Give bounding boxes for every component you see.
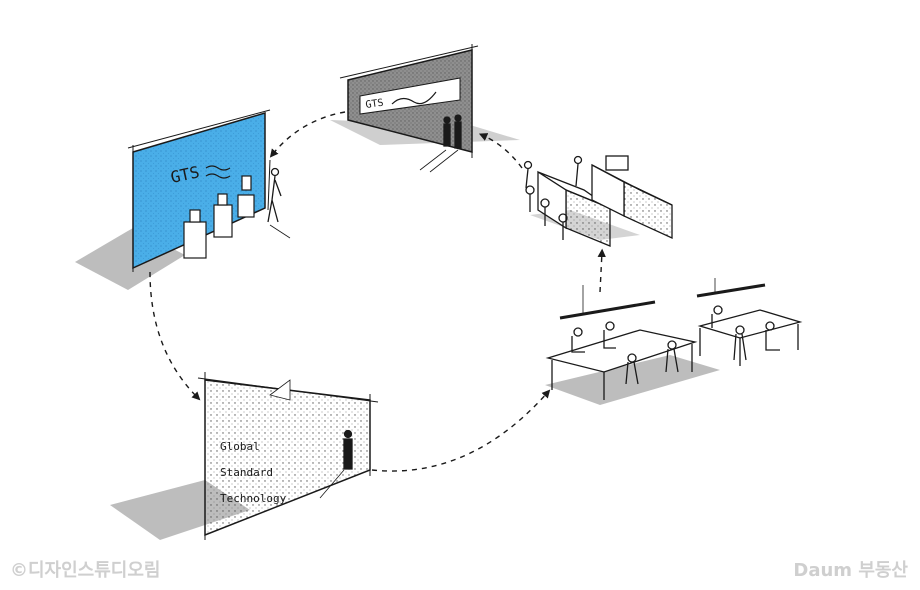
- arrow-frame-to-bluewall: [269, 111, 346, 158]
- blue-wall-group: GTS: [75, 109, 291, 290]
- person-figure: [523, 155, 583, 189]
- person-figure: [267, 167, 282, 223]
- arrow-bluewall-to-whitewall: [149, 271, 201, 401]
- wave-icon: [391, 91, 437, 105]
- display-monitor: [605, 155, 629, 171]
- arrow-office-to-bar: [597, 248, 606, 293]
- white-wall-line-1: Global: [220, 440, 260, 453]
- desk-left: [545, 329, 698, 373]
- wall-spotlight: [269, 379, 291, 401]
- person-figure: [571, 305, 780, 385]
- watermark-left: ©디자인스튜디오림: [10, 560, 161, 581]
- bar-counter-group: [523, 155, 673, 247]
- pendant-lamp: [559, 300, 656, 320]
- bar-stools: [525, 185, 568, 240]
- flow-arrows: [149, 111, 606, 472]
- white-wall-line-2: Standard: [220, 466, 273, 479]
- wave-icon: [205, 165, 231, 179]
- gray-frame-group: GTS: [330, 44, 520, 173]
- gray-frame-screen: [359, 77, 461, 115]
- desk-right: [697, 309, 803, 339]
- arrow-whitewall-to-office: [371, 389, 551, 472]
- person-figure: [343, 429, 353, 470]
- watermark-right: Daum 부동산: [793, 560, 908, 581]
- kiosk-stands: [183, 175, 255, 259]
- gray-frame-sign: GTS: [365, 98, 384, 111]
- person-figure: [443, 114, 462, 149]
- white-wall-line-3: Technology: [220, 492, 287, 505]
- arrow-bar-to-frame: [478, 133, 523, 169]
- office-group: [545, 278, 803, 405]
- white-wall-group: Global Standard Technology: [110, 372, 379, 540]
